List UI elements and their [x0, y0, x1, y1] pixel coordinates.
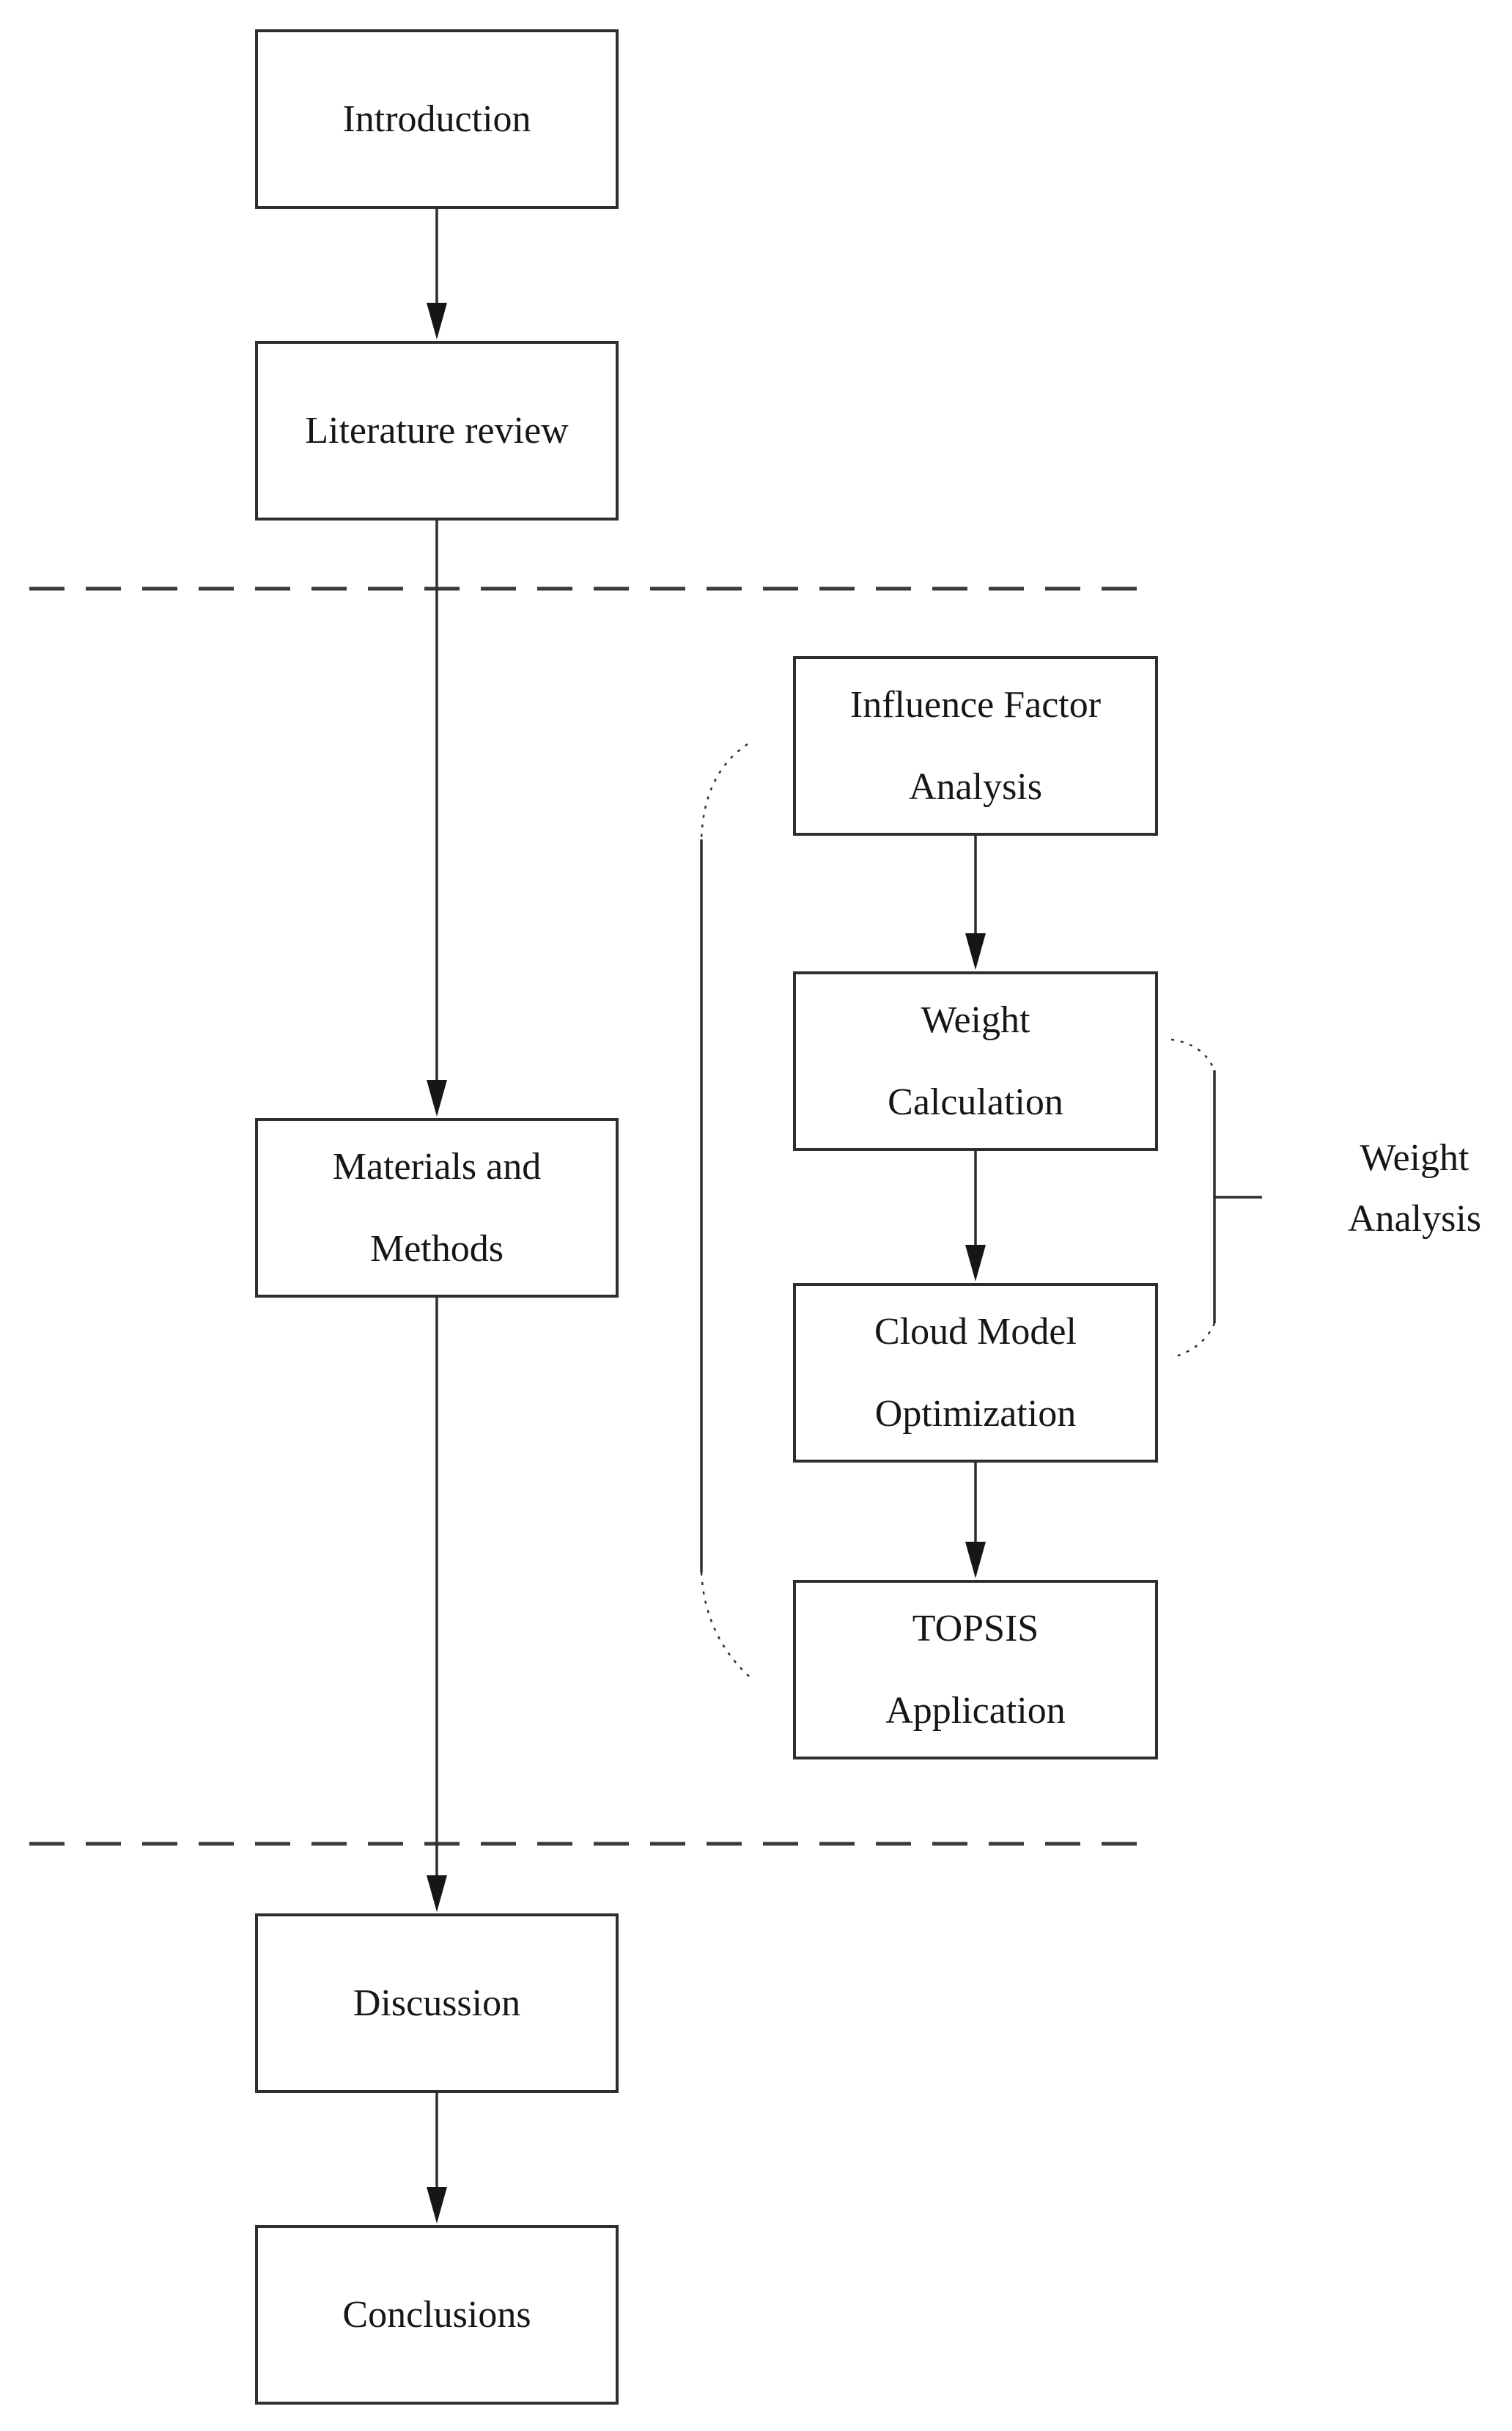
node-introduction: Introduction [255, 29, 619, 209]
node-discussion: Discussion [255, 1913, 619, 2093]
arrow-influence-factor-to-weight-calculation [965, 836, 986, 970]
arrow-introduction-to-literature-review [427, 209, 447, 339]
node-cloud-model-optimization: Cloud Model Optimization [793, 1283, 1158, 1463]
arrow-cloud-model-to-topsis [965, 1463, 986, 1578]
methods-group-bracket [700, 743, 754, 1681]
node-materials-and-methods: Materials and Methods [255, 1118, 619, 1298]
arrow-weight-calculation-to-cloud-model [965, 1151, 986, 1281]
node-topsis-application: TOPSIS Application [793, 1580, 1158, 1759]
weight-analysis-bracket [1170, 1038, 1262, 1359]
node-influence-factor-analysis: Influence Factor Analysis [793, 656, 1158, 836]
arrow-discussion-to-conclusions [427, 2093, 447, 2224]
node-literature-review: Literature review [255, 341, 619, 521]
arrow-materials-methods-to-discussion [427, 1298, 447, 1912]
arrow-literature-review-to-materials-methods [427, 521, 447, 1117]
node-conclusions: Conclusions [255, 2225, 619, 2405]
node-weight-calculation: Weight Calculation [793, 971, 1158, 1151]
weight-analysis-label: Weight Analysis [1348, 1137, 1481, 1240]
